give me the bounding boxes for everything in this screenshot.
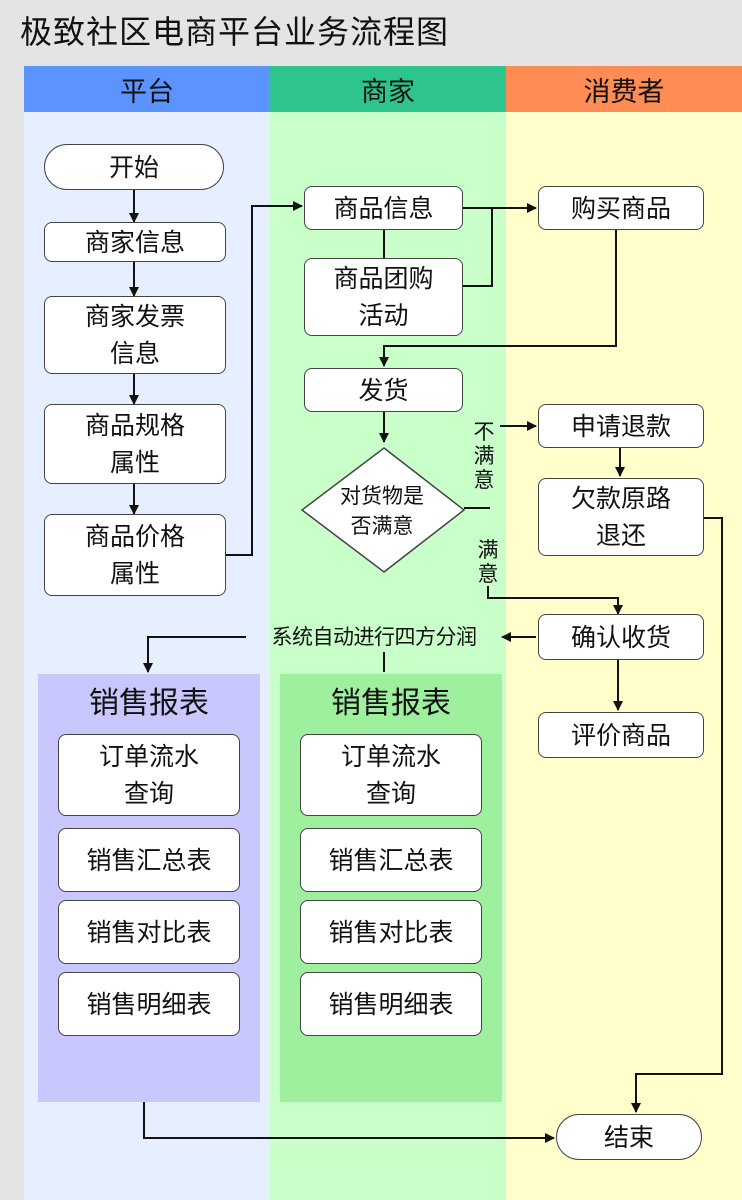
lane-header-consumer: 消费者 — [506, 66, 742, 112]
page-title: 极致社区电商平台业务流程图 — [20, 13, 450, 51]
merchant-info-label: 商家信息 — [84, 227, 185, 257]
lane-header-platform: 平台 — [24, 66, 270, 112]
not-satisfied-label: 不 满 意 — [473, 420, 495, 492]
refund-return-label-line2: 退还 — [595, 521, 646, 550]
merchant-info-node[interactable]: 商家信息 — [44, 222, 226, 262]
product-spec-node[interactable]: 商品规格 属性 — [44, 404, 226, 484]
platform-report-item[interactable]: 订单流水 查询 — [58, 734, 240, 816]
ship-label: 发货 — [358, 375, 409, 405]
merchant-invoice-node[interactable]: 商家发票 信息 — [44, 296, 226, 374]
refund-return-label-line1: 欠款原路 — [570, 484, 671, 513]
merchant-report-item[interactable]: 销售汇总表 — [300, 828, 482, 892]
merchant-report-title: 销售报表 — [331, 686, 451, 721]
refund-request-node[interactable]: 申请退款 — [538, 404, 704, 448]
decision-label-line1: 对货物是 — [340, 484, 424, 508]
product-info-label: 商品信息 — [333, 193, 434, 223]
product-info-node[interactable]: 商品信息 — [304, 186, 463, 230]
lane-header-merchant: 商家 — [270, 66, 506, 112]
platform-report-item[interactable]: 销售对比表 — [58, 900, 240, 964]
product-spec-label-line2: 属性 — [109, 448, 160, 477]
product-price-label-line2: 属性 — [109, 559, 160, 588]
start-node[interactable]: 开始 — [44, 144, 224, 190]
buy-node[interactable]: 购买商品 — [538, 186, 704, 230]
product-price-node[interactable]: 商品价格 属性 — [44, 514, 226, 596]
group-buy-node[interactable]: 商品团购 活动 — [304, 258, 463, 336]
end-label: 结束 — [603, 1122, 654, 1152]
review-label: 评价商品 — [570, 720, 671, 750]
merchant-invoice-label-line2: 信息 — [109, 339, 160, 368]
end-node[interactable]: 结束 — [556, 1114, 702, 1160]
review-node[interactable]: 评价商品 — [538, 712, 704, 758]
merchant-report-item[interactable]: 订单流水 查询 — [300, 734, 482, 816]
start-label: 开始 — [108, 152, 159, 182]
merchant-report-item[interactable]: 销售明细表 — [300, 972, 482, 1036]
merchant-report-item[interactable]: 销售对比表 — [300, 900, 482, 964]
confirm-receipt-node[interactable]: 确认收货 — [538, 614, 704, 660]
decision-label-line2: 否满意 — [350, 514, 414, 538]
buy-label: 购买商品 — [570, 193, 671, 223]
confirm-receipt-label: 确认收货 — [570, 622, 671, 652]
product-spec-label-line1: 商品规格 — [84, 411, 185, 440]
satisfied-label: 满 意 — [477, 538, 499, 586]
profit-split-label: 系统自动进行四方分润 — [271, 625, 478, 649]
group-buy-label-line2: 活动 — [358, 301, 409, 330]
decision-label: 对货物是 否满意 — [317, 481, 447, 541]
group-buy-label-line1: 商品团购 — [333, 264, 434, 293]
platform-report-item[interactable]: 销售汇总表 — [58, 828, 240, 892]
ship-node[interactable]: 发货 — [304, 368, 463, 412]
refund-return-node[interactable]: 欠款原路 退还 — [538, 478, 704, 556]
decision-diamond — [300, 447, 466, 573]
merchant-invoice-label-line1: 商家发票 — [84, 302, 185, 331]
refund-request-label: 申请退款 — [570, 411, 671, 441]
platform-report-title: 销售报表 — [89, 686, 209, 721]
product-price-label-line1: 商品价格 — [84, 522, 185, 551]
platform-report-item[interactable]: 销售明细表 — [58, 972, 240, 1036]
